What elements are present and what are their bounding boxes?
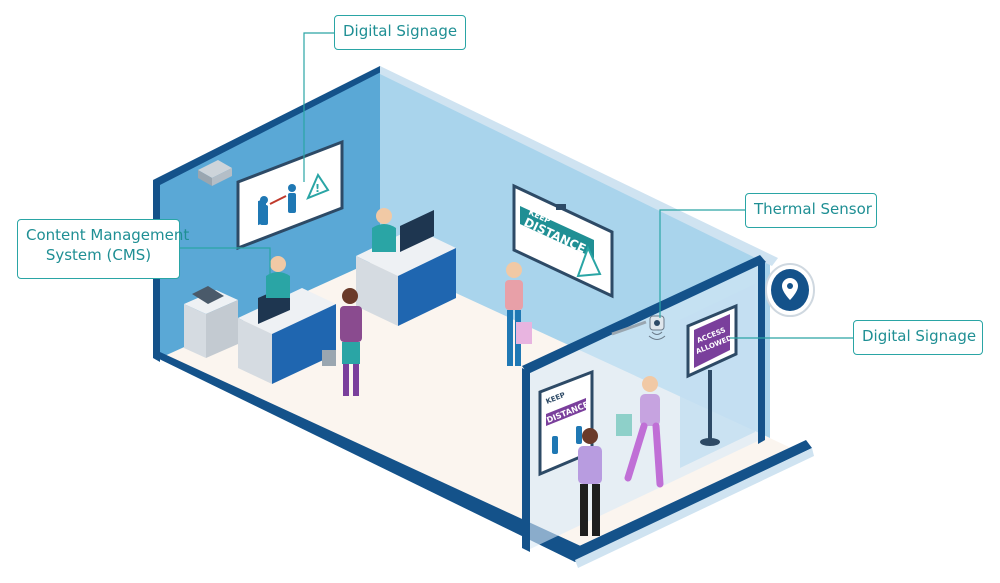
callout-digital-signage-top-label: Digital Signage — [343, 22, 457, 40]
callout-digital-signage-top: Digital Signage — [334, 15, 466, 50]
callout-thermal-sensor-label: Thermal Sensor — [754, 200, 872, 218]
callout-thermal-sensor: Thermal Sensor — [745, 193, 877, 228]
svg-text:!: ! — [315, 182, 320, 195]
callout-digital-signage-right-label: Digital Signage — [862, 327, 976, 345]
callout-cms: Content Management System (CMS) — [17, 219, 180, 279]
wall-camera — [556, 204, 566, 210]
callout-cms-line2: System (CMS) — [26, 245, 171, 265]
location-pin-badge — [766, 264, 814, 316]
callout-digital-signage-right: Digital Signage — [853, 320, 983, 355]
callout-cms-line1: Content Management — [26, 225, 171, 245]
vestibule-frame-post — [522, 368, 530, 552]
vestibule-frame-post2 — [758, 258, 765, 444]
